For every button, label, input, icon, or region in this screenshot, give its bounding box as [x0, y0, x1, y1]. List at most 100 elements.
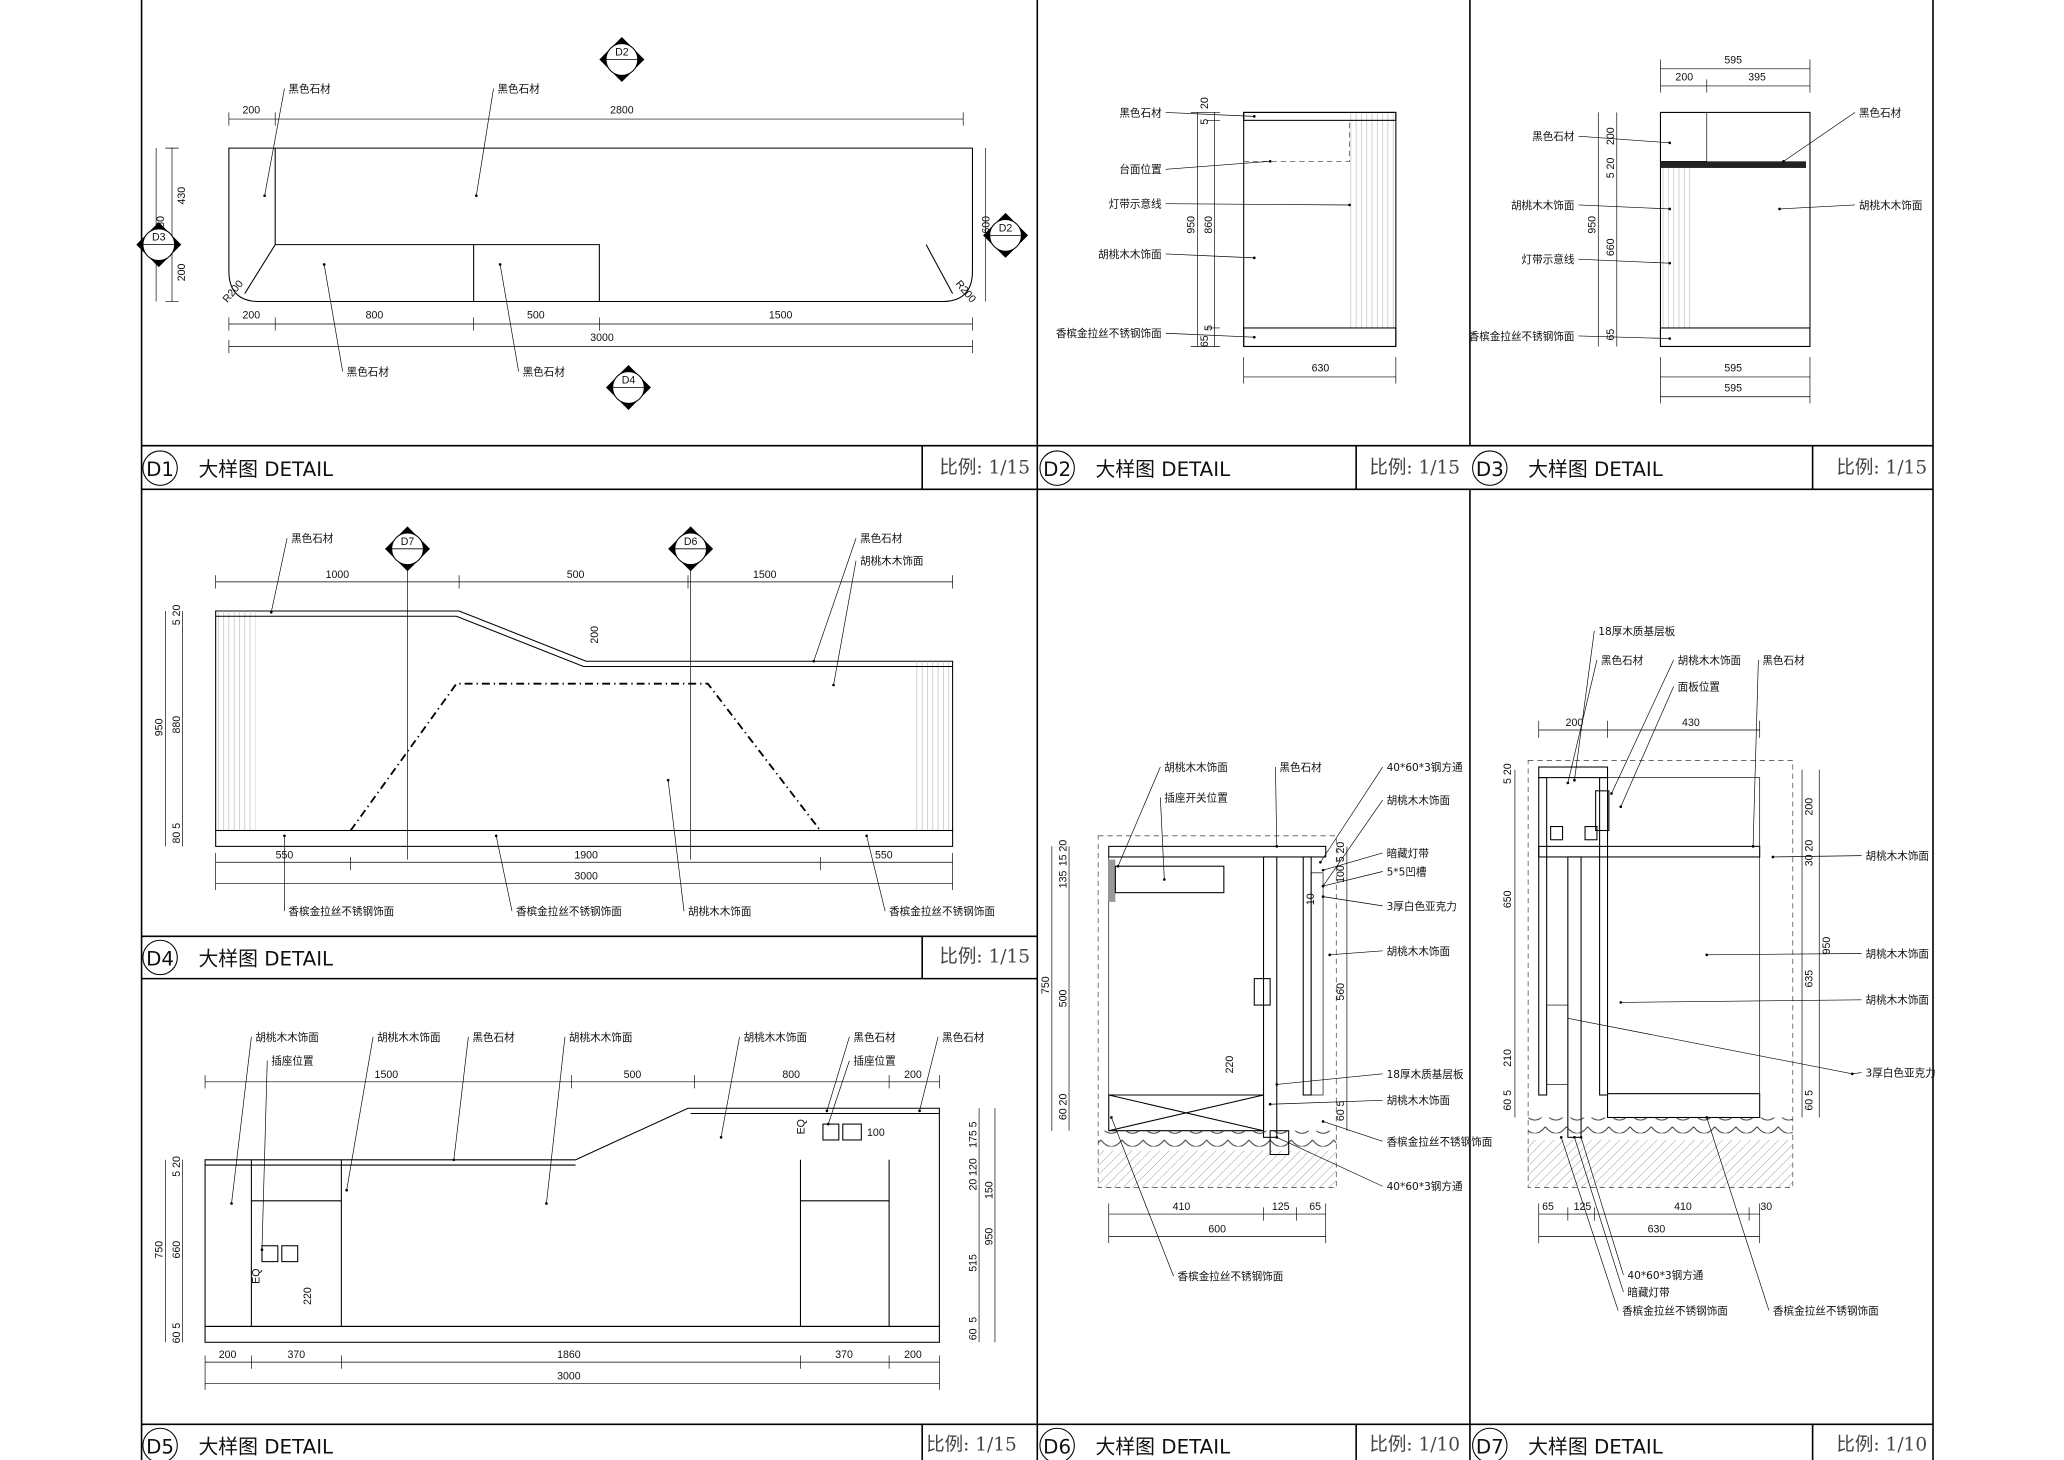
dimension-value: 630: [1648, 1224, 1666, 1236]
dimension-value: 200: [1675, 72, 1693, 84]
leader-arrow-icon: [494, 834, 498, 838]
leader-line: [1275, 767, 1278, 847]
material-label: 插座开关位置: [1164, 791, 1227, 804]
material-label: 胡桃木木饰面: [1098, 248, 1161, 261]
leader-line: [1580, 1137, 1624, 1275]
leader-line: [1111, 1117, 1174, 1277]
dimension-value: EQ: [250, 1269, 262, 1284]
leader-line: [1620, 999, 1862, 1003]
leader-arrow-icon: [1162, 878, 1166, 881]
dimension-value: 100 5 20: [1335, 842, 1347, 883]
dimension-value: 630: [1312, 363, 1330, 375]
dimension-value: 515: [967, 1254, 979, 1272]
leader-arrow-icon: [1328, 953, 1332, 957]
material-label: 香槟金拉丝不锈钢饰面: [1178, 1270, 1284, 1283]
leader-line: [1578, 135, 1670, 144]
drawing-d4-elevation: [165, 568, 954, 891]
leader-line: [1320, 766, 1383, 863]
material-label: 黑色石材: [347, 366, 390, 379]
material-label: 18厚木质基层板: [1598, 625, 1675, 638]
material-label: 黑色石材: [1279, 761, 1322, 774]
section-marker-icon: D6: [668, 526, 714, 572]
leader-line: [1574, 1137, 1624, 1293]
material-label: 黑色石材: [1119, 106, 1162, 119]
dimension-value: 950: [154, 718, 166, 736]
dimension-value: 200: [176, 263, 188, 281]
material-label: 香槟金拉丝不锈钢饰面: [1387, 1135, 1493, 1148]
leader-arrow-icon: [1668, 141, 1672, 145]
sheet-frame: [140, 0, 1934, 1460]
dimension-value: 60 5: [1502, 1090, 1514, 1111]
leader-line: [720, 1036, 740, 1138]
title-block-d3: D3 大样图 DETAIL 比例: 1/15: [1472, 450, 1927, 486]
leader-arrow-icon: [1771, 855, 1775, 859]
dimension-value: 210: [1502, 1049, 1514, 1067]
dimension-value: 200: [243, 105, 261, 117]
leader-arrow-icon: [474, 194, 478, 198]
panel-title: 大样图 DETAIL: [1096, 1435, 1231, 1458]
dimension-value: 800: [366, 310, 384, 322]
leader-line: [1270, 1099, 1383, 1105]
drawing-d2-section: [1190, 111, 1397, 384]
leader-line: [1165, 253, 1255, 259]
leader-arrow-icon: [1321, 1120, 1325, 1123]
leader-line: [826, 1036, 850, 1111]
dimension-value: 60 5: [171, 1323, 183, 1344]
panel-scale: 比例: 1/10: [1369, 1435, 1460, 1456]
leader-line: [1322, 871, 1383, 887]
panel-id: D2: [1043, 458, 1071, 481]
annotation-layer: 黑色石材黑色石材黑色石材黑色石材280020063043020060020080…: [136, 37, 1936, 1382]
material-label: 香槟金拉丝不锈钢饰面: [288, 905, 394, 918]
leader-arrow-icon: [263, 194, 266, 198]
leader-arrow-icon: [1110, 1116, 1113, 1119]
leader-arrow-icon: [322, 263, 326, 266]
leader-line: [323, 264, 344, 372]
material-label: 40*60*3钢方通: [1627, 1269, 1703, 1282]
dimension-value: 1000: [326, 569, 350, 581]
switch-icon: [842, 1123, 862, 1141]
dimension-value: 5: [967, 1317, 979, 1323]
dimension-value: 60 20: [1057, 1094, 1069, 1121]
title-block-d5: D5 大样图 DETAIL 比例: 1/15: [142, 1427, 1017, 1460]
dimension-value: 500: [567, 569, 585, 581]
leader-line: [827, 1060, 850, 1125]
material-label: 胡桃木木饰面: [688, 905, 751, 918]
material-label: 3厚白色亚克力: [1866, 1066, 1936, 1079]
dimension-value: 410: [1173, 1201, 1191, 1213]
material-label: 暗藏灯带: [1387, 847, 1430, 860]
leader-arrow-icon: [1268, 160, 1272, 163]
leader-arrow-icon: [1668, 207, 1672, 211]
dimension-value: 65: [1542, 1201, 1554, 1213]
panel-scale: 比例: 1/15: [926, 1435, 1017, 1456]
leader-arrow-icon: [1705, 1116, 1709, 1119]
material-label: 黑色石材: [1601, 654, 1644, 667]
dimension-value: 5 20: [1605, 158, 1617, 179]
section-marker-label: D6: [684, 536, 698, 548]
leader-line: [1574, 630, 1595, 781]
leader-line: [1567, 659, 1598, 783]
dimension-value: 500: [527, 310, 545, 322]
material-label: 胡桃木木饰面: [1387, 945, 1450, 958]
leader-line: [813, 538, 857, 662]
material-label: 胡桃木木饰面: [1164, 761, 1227, 774]
dimension-value: 125: [1272, 1201, 1290, 1213]
material-label: 黑色石材: [472, 1031, 515, 1044]
leader-arrow-icon: [283, 834, 286, 838]
leader-line: [270, 538, 288, 613]
leader-arrow-icon: [1668, 337, 1672, 340]
leader-arrow-icon: [1275, 1083, 1279, 1086]
dimension-value: 65: [1605, 329, 1617, 341]
leader-line: [346, 1036, 374, 1191]
leader-arrow-icon: [545, 1202, 548, 1205]
material-label: 胡桃木木饰面: [1387, 1094, 1450, 1107]
section-marker-icon: D3: [136, 222, 182, 268]
dimension-value: 370: [835, 1349, 853, 1361]
dimension-value: 200: [1804, 798, 1816, 816]
leader-line: [1165, 332, 1255, 338]
material-label: 黑色石材: [497, 83, 540, 96]
dimension-value: 125: [1574, 1201, 1592, 1213]
material-label: 胡桃木木饰面: [1511, 199, 1574, 212]
dimension-value: 1500: [375, 1069, 399, 1081]
